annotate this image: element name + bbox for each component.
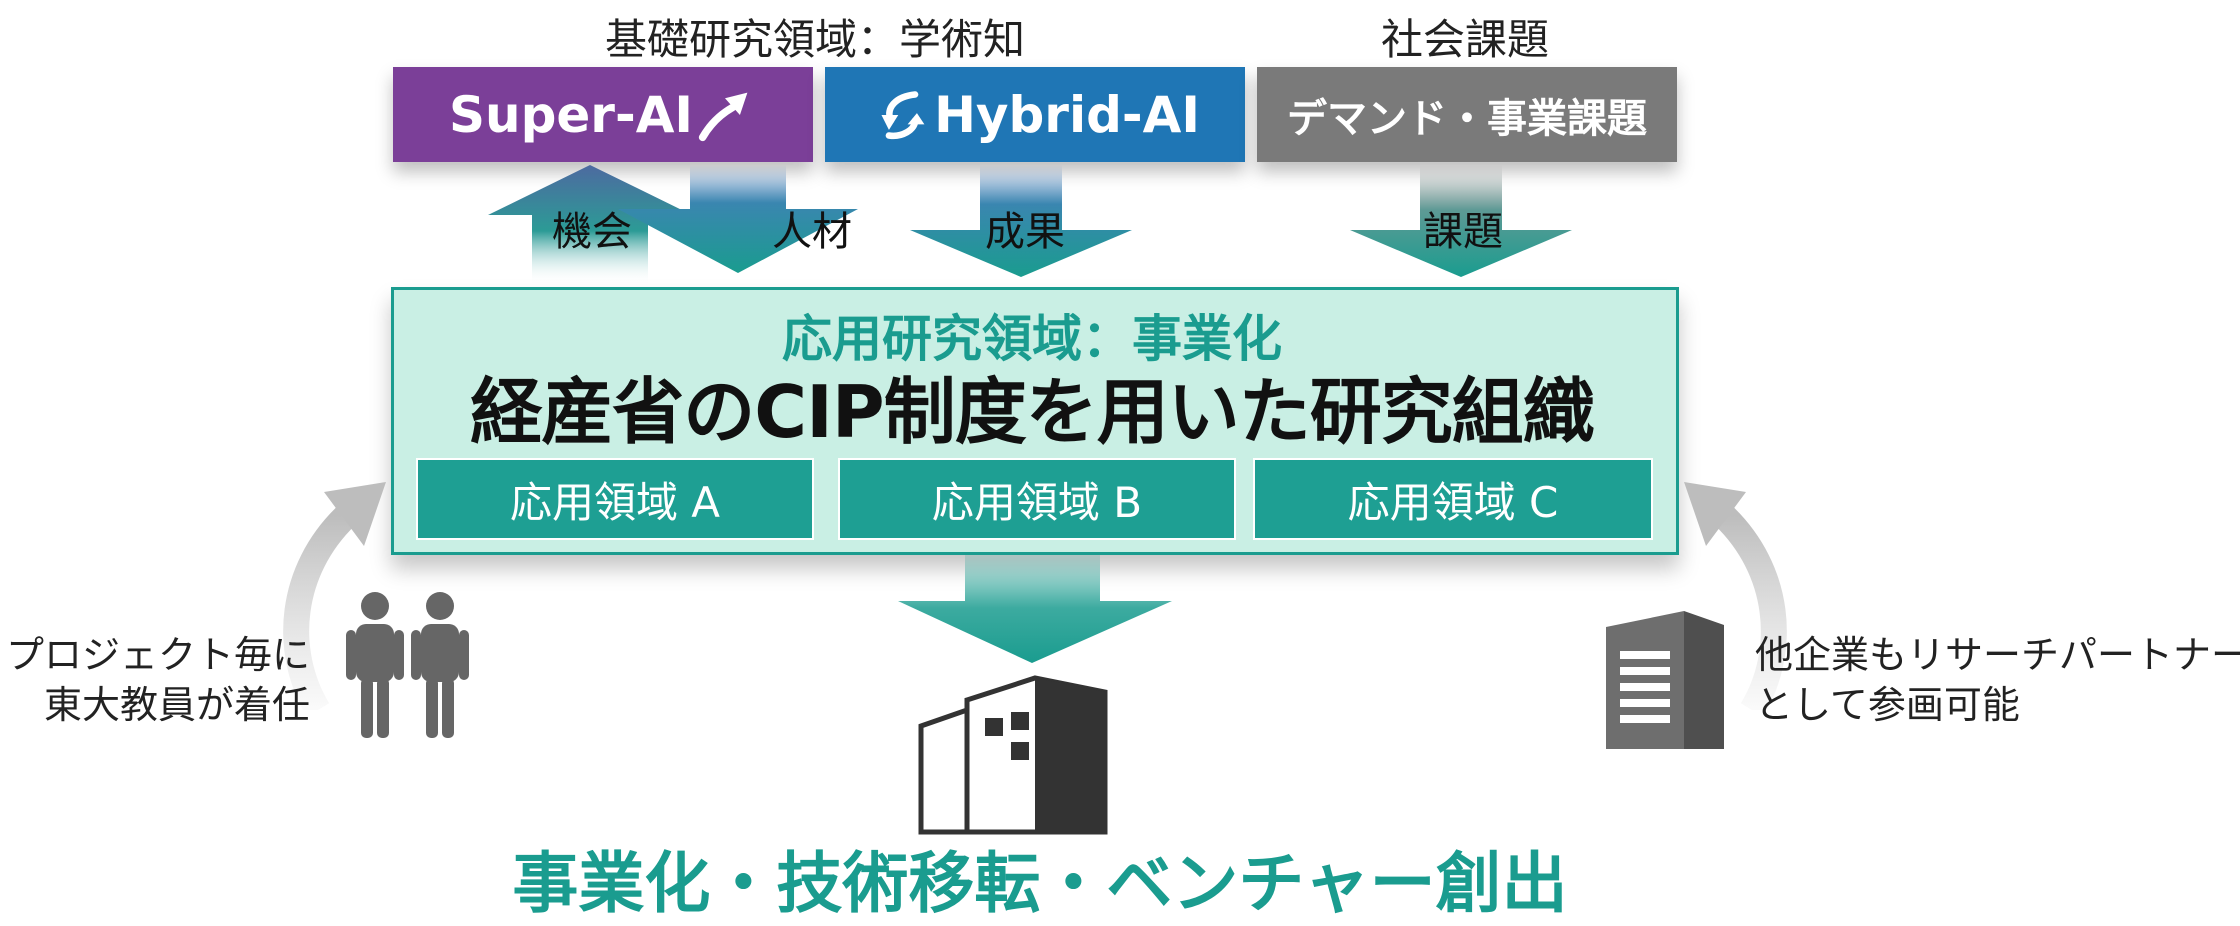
demand-issues-box: デマンド・事業課題 [1257, 67, 1677, 162]
applied-research-subtitle: 応用研究領域：事業化 [782, 310, 1282, 368]
demand-issues-label: デマンド・事業課題 [1287, 95, 1647, 142]
hybrid-ai-label: Hybrid-AI [934, 85, 1200, 144]
left-note-line2: 東大教員が着任 [43, 683, 310, 727]
applied-area-b: 応用領域 B [838, 458, 1236, 540]
company-building-icon [918, 675, 1108, 835]
issue-label: 課題 [1423, 209, 1503, 255]
applied-area-a: 応用領域 A [416, 458, 814, 540]
office-building-icon [1606, 611, 1724, 749]
applied-area-c: 応用領域 C [1253, 458, 1653, 540]
left-note-line1: プロジェクト毎に [5, 633, 310, 677]
output-down-arrow [898, 553, 1172, 663]
super-ai-box: Super-AI [393, 67, 813, 162]
opportunity-label: 機会 [552, 209, 632, 255]
cip-organization-title: 経産省のCIP制度を用いた研究組織 [470, 369, 1594, 454]
people-icon [346, 592, 469, 738]
hybrid-ai-box: Hybrid-AI [825, 67, 1245, 162]
up-right-arrow-icon [698, 92, 748, 141]
results-label: 成果 [985, 209, 1065, 255]
talent-label: 人材 [772, 209, 852, 255]
social-issues-header: 社会課題 [1380, 14, 1549, 64]
right-note-line1: 他企業もリサーチパートナー [1755, 633, 2240, 677]
opportunity-up-arrow [488, 165, 692, 285]
issue-down-arrow [1350, 165, 1572, 277]
left-curved-arrow [283, 482, 386, 710]
right-note: 他企業もリサーチパートナー として参画可能 [1755, 630, 2240, 740]
results-down-arrow [910, 165, 1132, 277]
flow-arrows [488, 165, 1572, 285]
right-note-line2: として参画可能 [1755, 683, 2020, 727]
cycle-arrow-icon [881, 90, 925, 139]
left-note: プロジェクト毎に 東大教員が着任 [0, 630, 310, 740]
commercialization-title: 事業化・技術移転・ベンチャー創出 [512, 845, 1568, 922]
talent-down-arrow [618, 165, 858, 273]
basic-research-header: 基礎研究領域：学術知 [604, 14, 1025, 64]
right-curved-arrow [1684, 482, 1787, 710]
super-ai-label: Super-AI [448, 85, 694, 144]
